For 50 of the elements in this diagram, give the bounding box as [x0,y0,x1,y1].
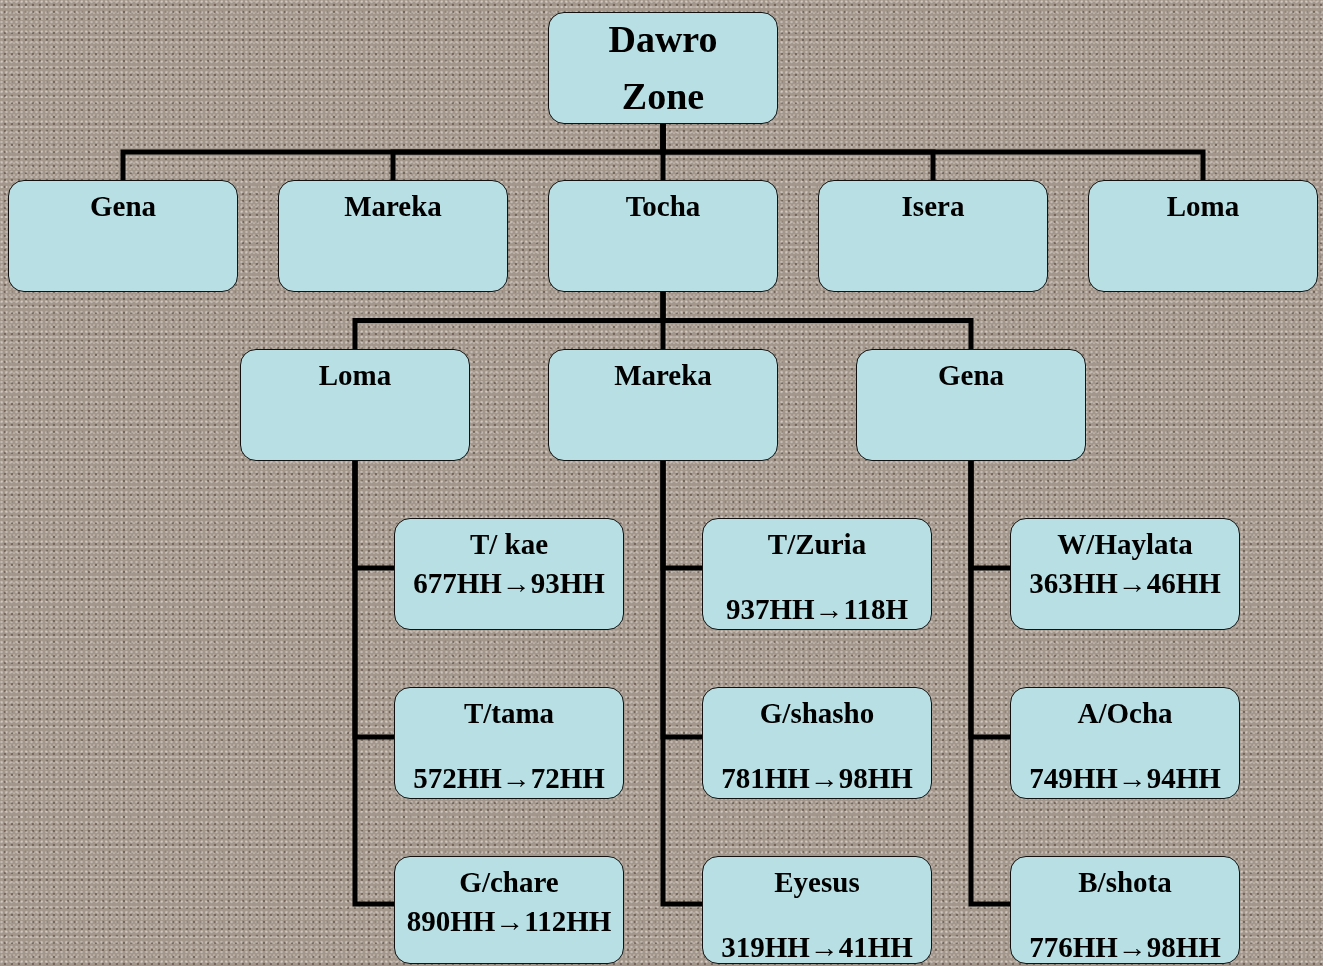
unit-name: Tocha [625,189,701,224]
org-box [1010,856,1240,964]
household-count: 776HH→98HH [1029,929,1221,965]
household-count: 677HH→93HH [413,565,605,601]
household-count: 781HH→98HH [721,760,913,796]
org-box [548,349,778,461]
unit-name: A/Ocha [1077,696,1173,731]
org-box [702,518,932,630]
connector-line [352,461,394,907]
org-box [394,518,624,630]
connector-line [968,461,1010,907]
org-box [702,856,932,964]
unit-name: Mareka [344,189,442,224]
unit-name: T/Zuria [767,527,867,562]
unit-name: G/shasho [759,696,875,731]
unit-name: Dawro Zone [607,17,719,119]
unit-name: Gena [89,189,157,224]
unit-name: W/Haylata [1057,527,1193,562]
unit-name: T/tama [463,696,555,731]
household-count: 572HH→72HH [413,760,605,796]
unit-name: G/chare [459,865,559,900]
unit-name: Loma [1166,189,1240,224]
org-box [240,349,470,461]
org-box [1088,180,1318,292]
household-count: 749HH→94HH [1029,760,1221,796]
household-count: 937HH→118H [725,591,909,627]
connector-line [660,461,702,907]
unit-name: Eyesus [774,865,860,900]
org-box [1010,687,1240,799]
org-box [394,856,624,964]
unit-name: Gena [937,358,1005,393]
org-box [702,687,932,799]
household-count: 319HH→41HH [721,929,913,965]
org-box [548,180,778,292]
org-box [8,180,238,292]
unit-name: Loma [318,358,392,393]
unit-name: Mareka [614,358,712,393]
org-box [1010,518,1240,630]
org-box [278,180,508,292]
unit-name: T/ kae [469,527,549,562]
household-count: 363HH→46HH [1029,565,1221,601]
org-box [856,349,1086,461]
household-count: 890HH→112HH [406,903,612,939]
unit-name: B/shota [1078,865,1172,900]
connector-line [660,292,974,349]
org-box [548,12,778,124]
org-box [818,180,1048,292]
connector-line [660,124,1206,180]
unit-name: Isera [901,189,965,224]
org-box [394,687,624,799]
